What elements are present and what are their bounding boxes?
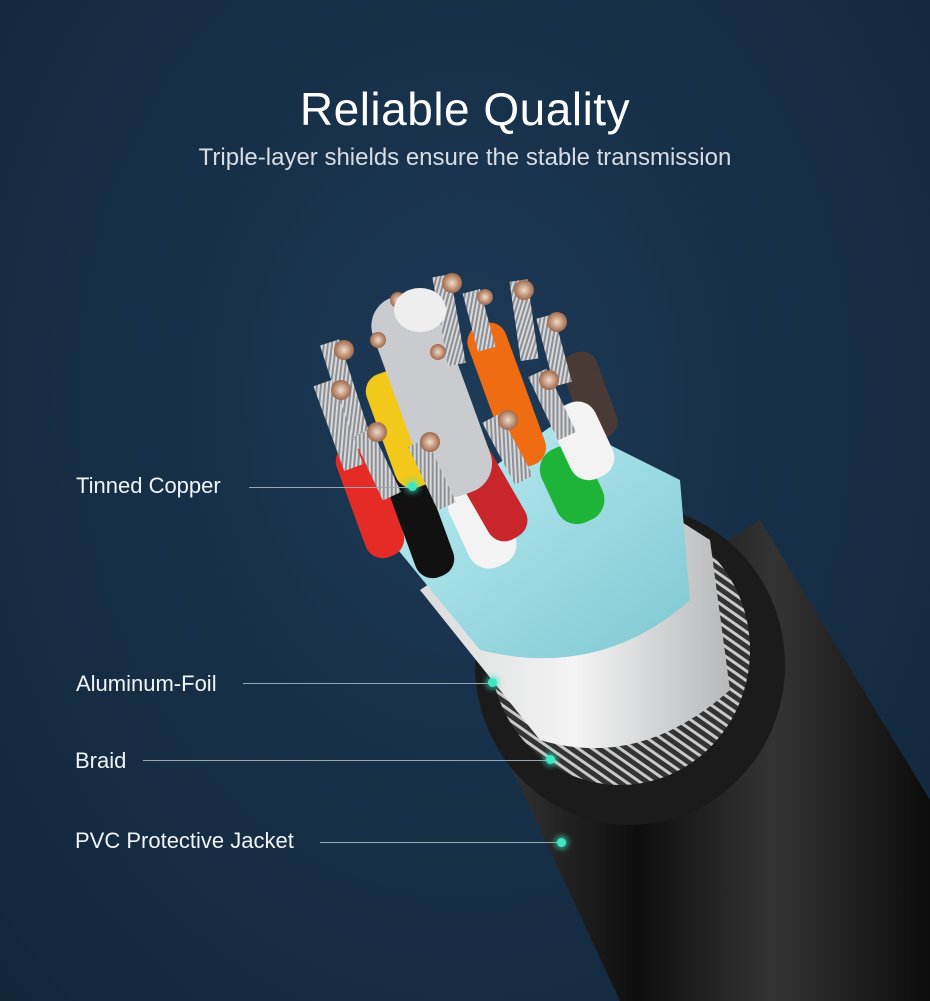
callout-label-aluminum-foil: Aluminum-Foil	[76, 671, 217, 696]
inner-insulation-shape	[390, 420, 690, 659]
leader-line-tinned-copper	[249, 487, 412, 488]
leader-line-braid	[143, 760, 548, 761]
callout-label-braid: Braid	[75, 748, 127, 773]
marker-dot-tinned-copper	[408, 482, 417, 491]
page-title: Reliable Quality	[299, 83, 631, 135]
marker-dot-pvc-jacket	[557, 838, 566, 847]
wire-bundle	[335, 292, 618, 579]
leader-line-pvc-jacket	[320, 842, 558, 843]
callout-label-tinned-copper: Tinned Copper	[76, 473, 221, 498]
page-subtitle: Triple-layer shields ensure the stable t…	[198, 144, 732, 171]
copper-strands	[313, 273, 576, 511]
callout-label-pvc-jacket: PVC Protective Jacket	[75, 828, 294, 853]
marker-dot-braid	[546, 755, 555, 764]
marker-dot-aluminum-foil	[488, 678, 497, 687]
leader-line-aluminum-foil	[243, 683, 490, 684]
